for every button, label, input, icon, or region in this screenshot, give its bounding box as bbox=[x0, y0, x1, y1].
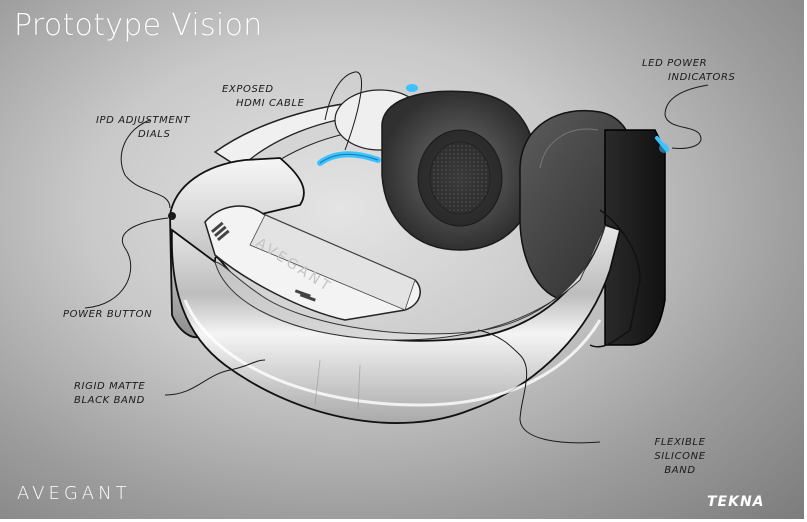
page-title: Prototype Vision bbox=[14, 8, 263, 43]
left-earcup bbox=[334, 84, 537, 251]
power-button-mark bbox=[168, 212, 176, 220]
tekna-logo: TEKNA bbox=[707, 494, 765, 510]
right-earcup bbox=[519, 109, 669, 346]
label-flexible-band: Flexible Silicone Band bbox=[654, 437, 706, 476]
main-shell bbox=[168, 157, 622, 424]
avegant-logo: AVEGANT bbox=[17, 483, 131, 504]
frame-edge-right bbox=[804, 0, 807, 522]
label-led-indicators: LED Power Indicators bbox=[642, 58, 736, 83]
label-power-button: Power Button bbox=[63, 309, 153, 320]
led-pod bbox=[604, 129, 666, 346]
callout-lines bbox=[84, 71, 709, 444]
label-ipd-dials: IPD Adjustment Dials bbox=[96, 115, 191, 140]
label-rigid-band: Rigid Matte Black Band bbox=[74, 381, 146, 406]
frame-edge-bottom bbox=[0, 519, 807, 522]
nose-bridge-wedge: AVEGANT bbox=[204, 205, 421, 321]
label-hdmi-cable: Exposed HDMI Cable bbox=[222, 84, 305, 109]
